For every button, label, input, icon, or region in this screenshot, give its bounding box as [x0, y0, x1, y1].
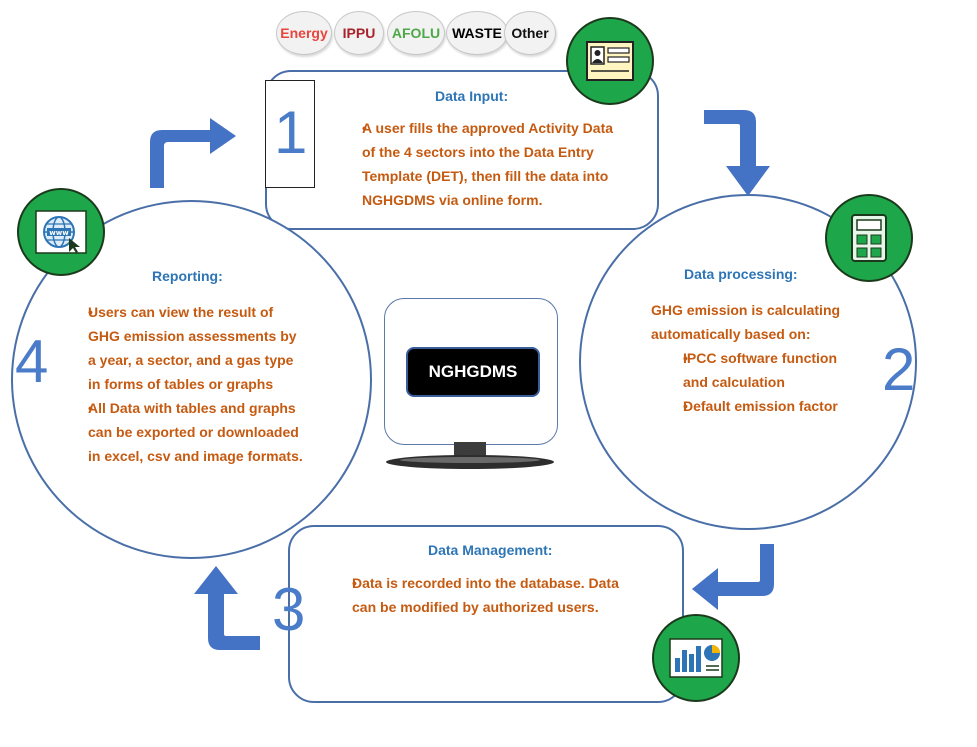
data-input-icon-badge [566, 17, 654, 105]
sector-pill-ippu: IPPU [334, 11, 384, 55]
monitor-stand [386, 442, 554, 469]
data-processing-text: GHG emission is calculating automaticall… [651, 298, 851, 418]
id-card-icon [586, 41, 634, 81]
data-processing-title: Data processing: [684, 266, 798, 282]
arrow-2-to-3 [692, 544, 774, 610]
arrow-1-to-2 [704, 110, 770, 196]
sector-pill-waste: WASTE [446, 11, 508, 55]
sector-pill-afolu: AFOLU [387, 11, 445, 55]
data-management-text: Data is recorded into the database. Data… [340, 571, 630, 619]
nghgdms-label: NGHGDMS [428, 362, 518, 381]
chart-report-icon [669, 638, 723, 678]
www-globe-icon: www [35, 210, 87, 254]
data-processing-icon-badge [825, 194, 913, 282]
data-input-title: Data Input: [435, 88, 509, 104]
sector-pill-other: Other [504, 11, 556, 55]
data-management-icon-badge [652, 614, 740, 702]
step-3-number: 3 [272, 576, 306, 643]
sector-pill-energy: Energy [276, 11, 332, 55]
reporting-bullet: Users can view the result of GHG emissio… [88, 304, 297, 392]
reporting-bullet: All Data with tables and graphs can be e… [88, 400, 303, 464]
step-1-frame [265, 80, 315, 188]
data-processing-bullet: IPCC software function and calculation [683, 350, 838, 390]
reporting-icon-badge: www [17, 188, 105, 276]
data-processing-intro: GHG emission is calculating automaticall… [651, 302, 841, 342]
sector-label: WASTE [452, 25, 502, 41]
nghgdms-label-box: NGHGDMS [406, 347, 540, 397]
data-management-bullet: Data is recorded into the database. Data… [352, 575, 619, 615]
data-input-bullet: A user fills the approved Activity Data … [362, 120, 614, 208]
svg-text:www: www [49, 229, 69, 237]
arrow-4-to-1 [150, 118, 236, 188]
step-1-number: 1 [274, 99, 308, 166]
sector-label: IPPU [342, 25, 376, 41]
reporting-title: Reporting: [152, 268, 223, 284]
data-management-title: Data Management: [428, 542, 553, 558]
data-processing-bullet: Default emission factor [683, 398, 838, 414]
calculator-icon [851, 214, 887, 262]
sector-label: Other [511, 25, 549, 41]
sector-label: AFOLU [391, 25, 441, 41]
data-input-text: A user fills the approved Activity Data … [340, 116, 630, 212]
step-2-number: 2 [882, 336, 916, 403]
step-4-number: 4 [15, 328, 49, 395]
sector-label: Energy [280, 25, 328, 41]
arrow-3-to-4 [194, 566, 260, 650]
reporting-text: Users can view the result of GHG emissio… [74, 300, 304, 468]
